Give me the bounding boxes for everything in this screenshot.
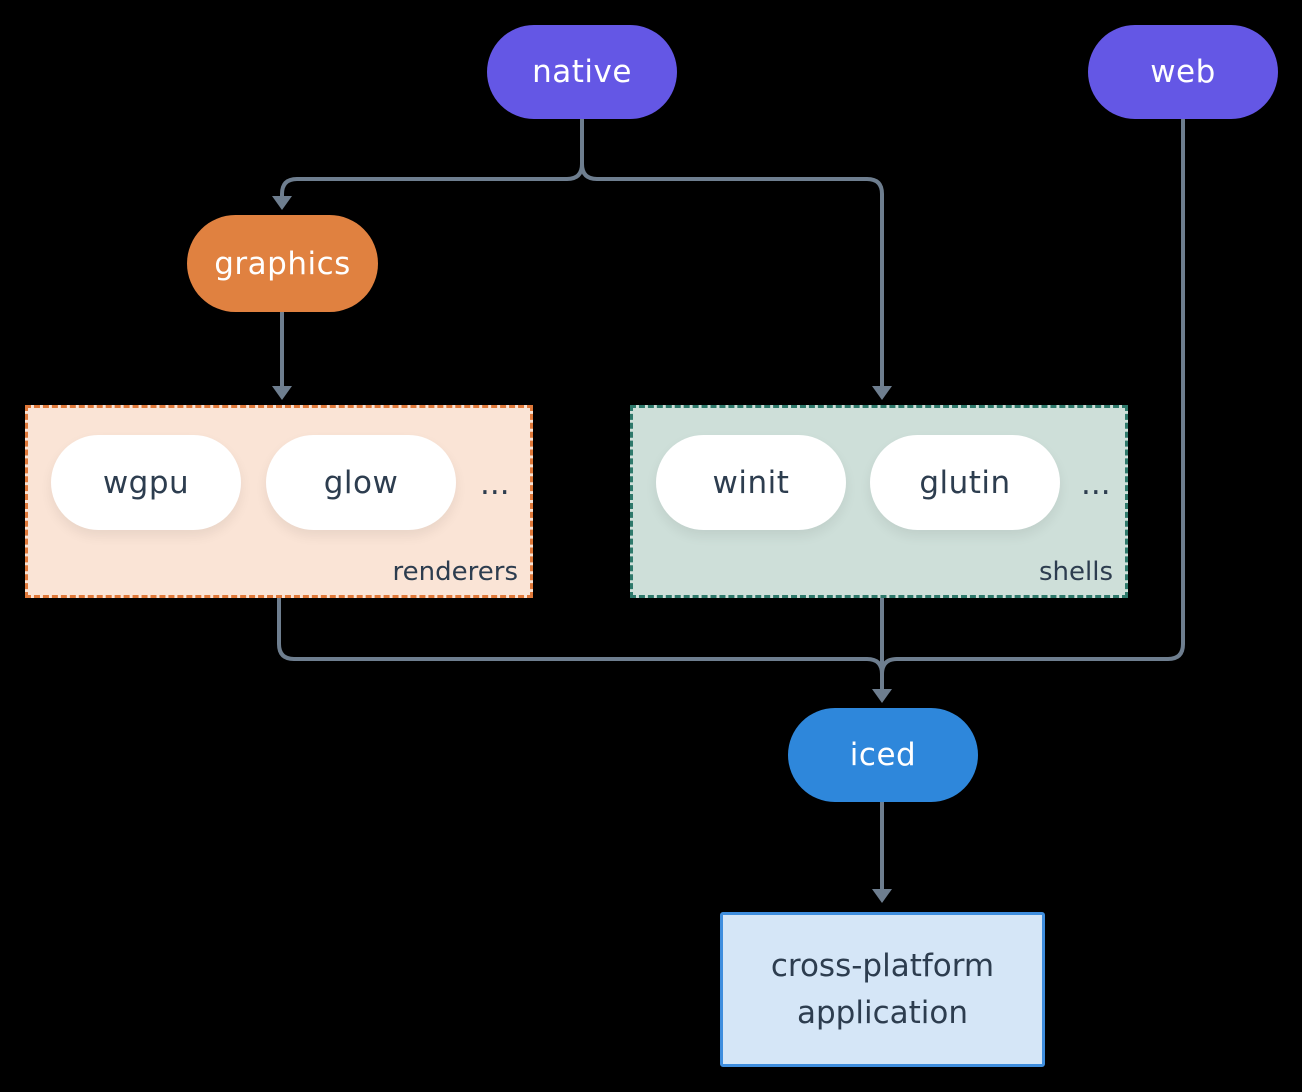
node-graphics: graphics bbox=[187, 215, 378, 312]
node-glutin: glutin bbox=[870, 435, 1060, 530]
group-shells-label: shells bbox=[1038, 557, 1113, 587]
node-native-label: native bbox=[532, 54, 632, 90]
group-renderers-label: renderers bbox=[392, 557, 518, 587]
edge-native-to-shells bbox=[580, 118, 884, 389]
group-renderers: wgpu glow ... renderers bbox=[25, 405, 533, 598]
node-web: web bbox=[1088, 25, 1278, 119]
node-web-label: web bbox=[1150, 54, 1216, 90]
arrowhead-application bbox=[872, 889, 892, 903]
node-wgpu: wgpu bbox=[51, 435, 241, 530]
node-glow-label: glow bbox=[323, 464, 399, 501]
node-winit: winit bbox=[656, 435, 846, 530]
arrowhead-graphics bbox=[272, 196, 292, 210]
node-graphics-label: graphics bbox=[214, 245, 351, 282]
arrowhead-renderers bbox=[272, 386, 292, 400]
node-native: native bbox=[487, 25, 677, 119]
arrowhead-iced bbox=[872, 689, 892, 703]
node-glow: glow bbox=[266, 435, 456, 530]
shells-ellipsis: ... bbox=[1081, 466, 1111, 502]
node-iced: iced bbox=[788, 708, 978, 802]
application-label-line2: application bbox=[797, 994, 968, 1031]
node-application: cross-platform application bbox=[720, 912, 1045, 1067]
group-shells: winit glutin ... shells bbox=[630, 405, 1128, 598]
node-winit-label: winit bbox=[712, 464, 790, 501]
edge-native-to-graphics bbox=[280, 118, 584, 199]
node-glutin-label: glutin bbox=[919, 464, 1011, 501]
arrowhead-shells bbox=[872, 386, 892, 400]
node-iced-label: iced bbox=[849, 737, 917, 773]
edge-renderers-to-iced bbox=[277, 596, 884, 676]
renderers-ellipsis: ... bbox=[480, 466, 510, 502]
node-wgpu-label: wgpu bbox=[102, 464, 190, 501]
application-label-line1: cross-platform bbox=[770, 947, 995, 984]
